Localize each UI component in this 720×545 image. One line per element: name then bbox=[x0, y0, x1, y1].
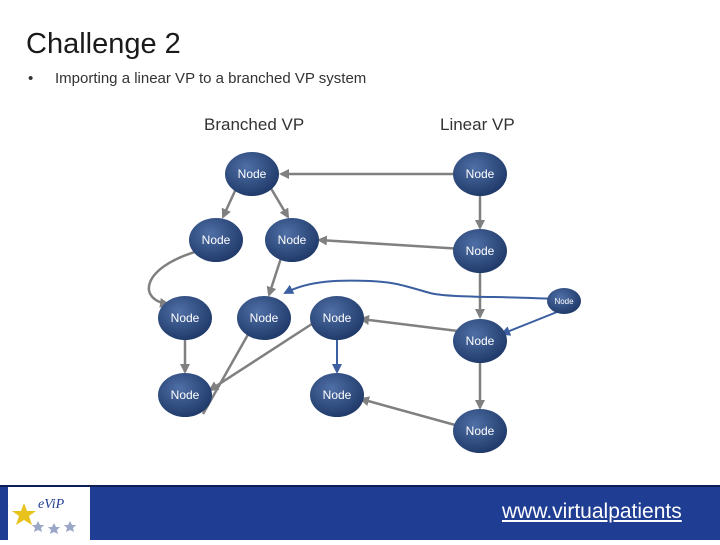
node-label: Node bbox=[171, 388, 200, 402]
diagram-node: Node bbox=[265, 218, 319, 262]
edge-arrow bbox=[317, 235, 464, 251]
edge-arrow bbox=[359, 396, 467, 430]
diagram-nodes: Node Node Node Node Node Node Node Node bbox=[158, 152, 581, 453]
node-label: Node bbox=[466, 424, 495, 438]
edge-loop bbox=[147, 249, 199, 308]
node-label: Node bbox=[466, 167, 495, 181]
diagram-node: Node bbox=[158, 373, 212, 417]
footer-bar bbox=[0, 485, 720, 540]
footer-divider bbox=[0, 485, 720, 487]
slide-title: Challenge 2 bbox=[26, 28, 181, 60]
diagram-node: Node bbox=[453, 409, 507, 453]
node-label: Node bbox=[171, 311, 200, 325]
diagram-node: Node bbox=[453, 319, 507, 363]
node-label: Node bbox=[466, 334, 495, 348]
logo-text: eViP bbox=[38, 497, 65, 512]
diagram-node: Node bbox=[310, 296, 364, 340]
diagram-node: Node bbox=[453, 229, 507, 273]
node-label: Node bbox=[238, 167, 267, 181]
node-label: Node bbox=[250, 311, 279, 325]
node-label: Node bbox=[278, 233, 307, 247]
node-label: Node bbox=[466, 244, 495, 258]
diagram-node: Node bbox=[189, 218, 243, 262]
edge-arrow bbox=[266, 254, 284, 297]
diagram-node: Node bbox=[225, 152, 279, 196]
edge-arrow bbox=[359, 315, 467, 334]
edge-arrow bbox=[208, 318, 319, 392]
node-label: Node bbox=[202, 233, 231, 247]
branched-vp-label: Branched VP bbox=[204, 115, 305, 134]
node-label: Node bbox=[323, 388, 352, 402]
edge-accent bbox=[283, 279, 556, 300]
evip-logo: eViP bbox=[8, 487, 90, 540]
website-link[interactable]: www.virtualpatients bbox=[502, 500, 682, 523]
node-label: Node bbox=[323, 311, 352, 325]
diagram-node: Node bbox=[453, 152, 507, 196]
diagram-edges bbox=[147, 169, 563, 430]
node-label: Node bbox=[554, 297, 574, 306]
slide-subtitle: Importing a linear VP to a branched VP s… bbox=[55, 70, 367, 87]
diagram-node: Node bbox=[158, 296, 212, 340]
diagram-node-small: Node bbox=[547, 288, 581, 314]
edge-accent bbox=[500, 309, 563, 336]
vp-diagram: Node Node Node Node Node Node Node Node bbox=[147, 152, 581, 453]
star-icon bbox=[12, 503, 76, 534]
bullet-marker: • bbox=[28, 70, 34, 87]
diagram-node: Node bbox=[310, 373, 364, 417]
diagram-node: Node bbox=[237, 296, 291, 340]
linear-vp-label: Linear VP bbox=[440, 115, 515, 134]
